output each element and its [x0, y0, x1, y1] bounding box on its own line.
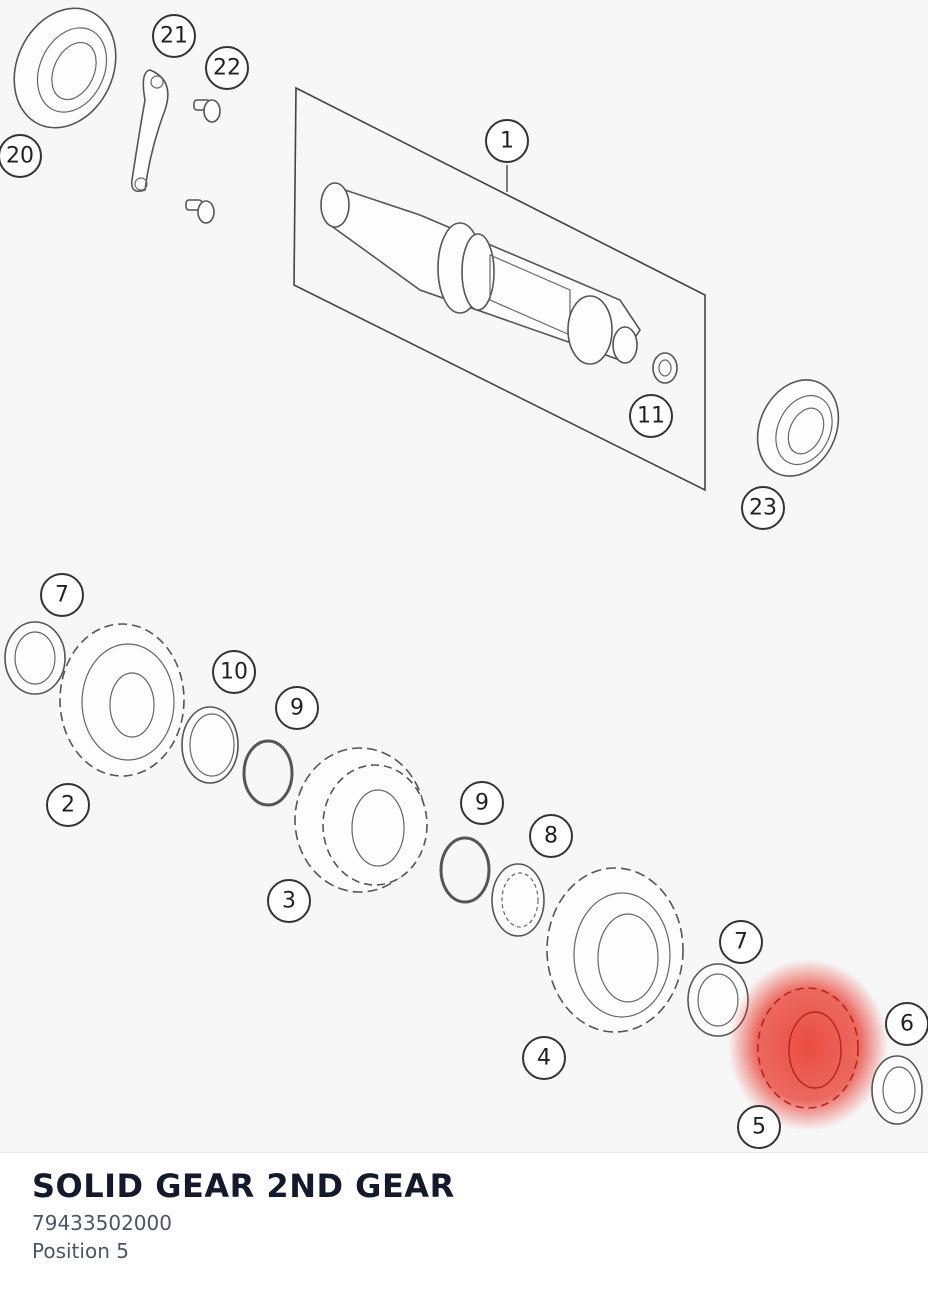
callout-21[interactable]: 21 [152, 14, 196, 58]
gear-part-4[interactable] [546, 867, 684, 1033]
callout-20[interactable]: 20 [0, 134, 42, 178]
svg-text:9: 9 [475, 791, 489, 816]
retainer-plate-part-21[interactable] [130, 69, 169, 193]
thrust-washer-part-10[interactable] [181, 706, 239, 784]
callout-3[interactable]: 3 [267, 879, 311, 923]
callout-7-b[interactable]: 7 [719, 920, 763, 964]
callout-6[interactable]: 6 [885, 1002, 928, 1046]
callout-9[interactable]: 9 [275, 686, 319, 730]
svg-text:9: 9 [290, 696, 304, 721]
washer-part-6[interactable] [871, 1055, 923, 1125]
svg-text:11: 11 [637, 404, 665, 429]
svg-text:1: 1 [500, 129, 514, 154]
svg-text:10: 10 [220, 660, 248, 685]
svg-text:8: 8 [544, 824, 558, 849]
callout-4[interactable]: 4 [522, 1036, 566, 1080]
part-name: SOLID GEAR 2ND GEAR [32, 1167, 455, 1205]
circlip-part-9[interactable] [242, 739, 294, 807]
exploded-parts-diagram: 20 21 22 1 11 23 7 10 9 2 3 9 8 7 4 6 5 [0, 0, 928, 1149]
bushing-part-11[interactable] [652, 352, 678, 384]
callout-1[interactable]: 1 [485, 119, 529, 163]
screw-part-22[interactable] [185, 99, 221, 224]
highlighted-gear-part-5[interactable] [728, 959, 888, 1131]
svg-text:6: 6 [900, 1012, 914, 1037]
svg-text:7: 7 [734, 930, 748, 955]
bearing-part-20[interactable] [0, 0, 135, 144]
callout-22[interactable]: 22 [205, 46, 249, 90]
main-shaft-assembly-part-1[interactable] [293, 86, 706, 492]
svg-text:4: 4 [537, 1046, 551, 1071]
callout-10[interactable]: 10 [212, 650, 256, 694]
callout-8[interactable]: 8 [529, 814, 573, 858]
bearing-part-23[interactable] [742, 367, 853, 490]
callout-7[interactable]: 7 [40, 573, 84, 617]
svg-text:3: 3 [282, 889, 296, 914]
svg-text:21: 21 [160, 24, 188, 49]
part-info-panel: SOLID GEAR 2ND GEAR 79433502000 Position… [0, 1152, 928, 1290]
svg-text:20: 20 [6, 144, 34, 169]
callout-11[interactable]: 11 [629, 394, 673, 438]
callout-23[interactable]: 23 [741, 486, 785, 530]
callout-5[interactable]: 5 [737, 1105, 781, 1149]
svg-text:7: 7 [55, 583, 69, 608]
svg-text:5: 5 [752, 1115, 766, 1140]
part-number: 79433502000 [32, 1211, 172, 1235]
callout-2[interactable]: 2 [46, 783, 90, 827]
circlip-part-9-b[interactable] [439, 836, 491, 904]
svg-text:2: 2 [61, 793, 75, 818]
diagram-svg: 20 21 22 1 11 23 7 10 9 2 3 9 8 7 4 6 5 [0, 0, 928, 1149]
needle-bearing-part-7[interactable] [4, 621, 66, 695]
gear-part-3[interactable] [294, 747, 428, 893]
splined-washer-part-8[interactable] [491, 863, 545, 937]
svg-text:23: 23 [749, 496, 777, 521]
callout-9-b[interactable]: 9 [460, 781, 504, 825]
svg-text:22: 22 [213, 56, 241, 81]
gear-part-2[interactable] [59, 623, 185, 777]
part-position: Position 5 [32, 1239, 129, 1263]
